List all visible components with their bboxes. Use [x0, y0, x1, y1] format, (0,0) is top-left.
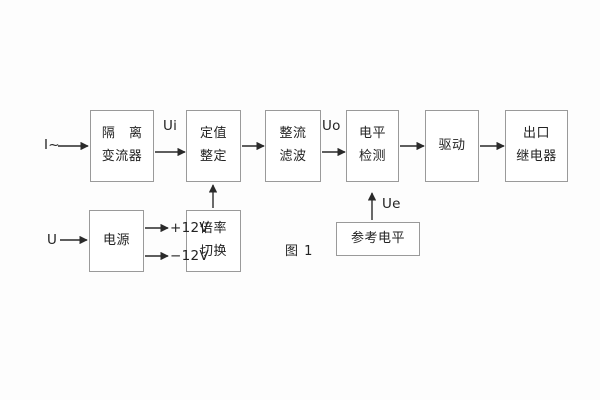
block-level-detect-line2: 检测 [358, 149, 386, 164]
block-output-relay-line2: 继电器 [516, 149, 557, 164]
block-setting-value-line1: 定值 [199, 126, 227, 142]
block-isolation-ct-line2: 变流器 [101, 149, 143, 164]
label-ui: Ui [163, 118, 178, 134]
block-power-supply-line1: 电源 [102, 232, 130, 248]
block-ratio-switch-line1: 倍率 [199, 221, 227, 237]
block-rectify-filter-line1: 整流 [279, 126, 307, 142]
block-rectify-filter[interactable]: 整流 滤波 [265, 110, 321, 182]
block-drive[interactable]: 驱动 [425, 110, 479, 182]
block-isolation-ct-line1: 隔 离 [101, 126, 148, 142]
label-ue: Ue [382, 196, 401, 212]
label-input-voltage: U [47, 232, 58, 248]
block-ratio-switch-line2: 切换 [199, 244, 227, 259]
label-input-current: I~ [44, 137, 60, 153]
figure-caption: 图 1 [285, 244, 314, 259]
block-rectify-filter-line2: 滤波 [279, 149, 307, 164]
block-power-supply[interactable]: 电源 [89, 210, 144, 272]
block-reference-level[interactable]: 参考电平 [336, 222, 420, 256]
label-supply-positive: +12V [170, 220, 209, 236]
block-drive-line1: 驱动 [438, 137, 466, 153]
label-supply-negative: −12V [170, 248, 209, 264]
block-output-relay-line1: 出口 [522, 126, 550, 142]
block-setting-value-line2: 整定 [199, 149, 227, 164]
block-output-relay[interactable]: 出口 继电器 [505, 110, 568, 182]
block-level-detect-line1: 电平 [358, 126, 386, 142]
block-ratio-switch[interactable]: 倍率 切换 [186, 210, 241, 272]
block-isolation-ct[interactable]: 隔 离 变流器 [90, 110, 154, 182]
block-reference-level-line1: 参考电平 [350, 230, 405, 246]
block-level-detect[interactable]: 电平 检测 [346, 110, 399, 182]
label-uo: Uo [322, 118, 341, 134]
block-setting-value[interactable]: 定值 整定 [186, 110, 241, 182]
